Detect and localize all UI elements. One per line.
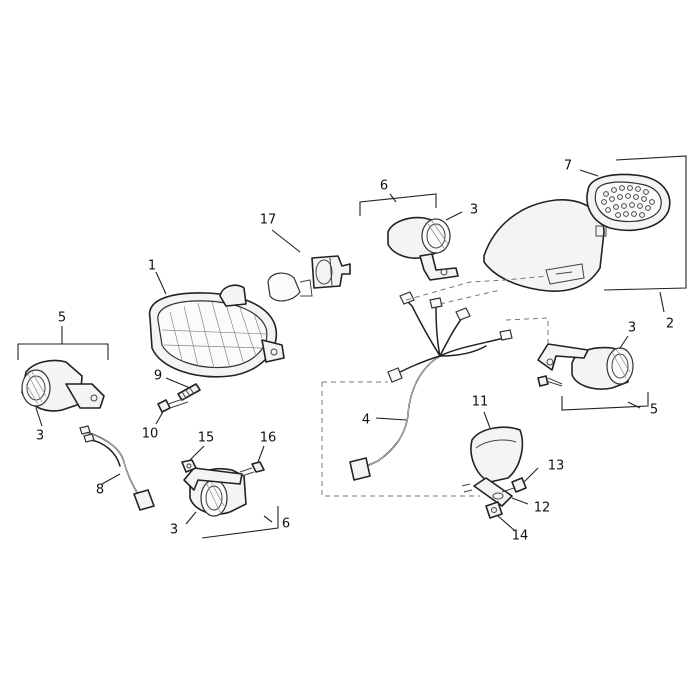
callout-5-left: 5 <box>58 311 66 326</box>
callout-3-front-left: 3 <box>36 429 44 444</box>
callout-17: 17 <box>260 213 277 228</box>
callout-2: 2 <box>666 317 674 332</box>
callout-14: 14 <box>512 529 529 544</box>
bolt-16[interactable] <box>239 461 265 477</box>
callout-6-lower: 6 <box>282 517 290 532</box>
callout-12: 12 <box>534 501 551 516</box>
callout-15: 15 <box>198 431 215 446</box>
callout-1: 1 <box>148 259 156 274</box>
rear-fender[interactable] <box>483 199 607 292</box>
screw-rear-signal[interactable] <box>537 375 563 387</box>
callout-numbers: 1 2 3 3 3 3 4 5 5 6 6 7 8 9 10 11 12 13 … <box>36 159 674 544</box>
signal-wire-lead[interactable] <box>79 425 155 511</box>
tail-light-lens[interactable] <box>586 173 671 232</box>
callout-8: 8 <box>96 483 104 498</box>
callout-6-top: 6 <box>380 179 388 194</box>
callout-5-right: 5 <box>650 403 658 418</box>
headlight-bulb[interactable] <box>267 272 313 302</box>
screw-headlight[interactable] <box>177 383 201 401</box>
bulb-socket[interactable] <box>311 255 351 289</box>
bolt-13[interactable] <box>501 477 527 493</box>
nut-14[interactable] <box>485 501 503 519</box>
main-wiring-harness[interactable] <box>349 291 513 481</box>
bolt-headlight[interactable] <box>157 397 189 413</box>
small-connectors <box>461 483 473 493</box>
callout-7: 7 <box>564 159 572 174</box>
callout-10: 10 <box>142 427 159 442</box>
callout-3-front-lower: 3 <box>170 523 178 538</box>
turn-signal-rear-right[interactable] <box>537 343 634 390</box>
nut-15[interactable] <box>181 459 197 473</box>
callout-3-front-right: 3 <box>470 203 478 218</box>
routing-dashes <box>321 275 549 497</box>
callout-16: 16 <box>260 431 277 446</box>
callout-3-rear-right: 3 <box>628 321 636 336</box>
callout-13: 13 <box>548 459 565 474</box>
turn-signal-front-left[interactable] <box>21 359 105 412</box>
turn-signal-front-right[interactable] <box>387 216 459 281</box>
license-plate-light[interactable] <box>470 426 524 507</box>
washer-12[interactable] <box>492 492 504 500</box>
group-brackets <box>17 155 687 539</box>
callout-9: 9 <box>154 369 162 384</box>
turn-signal-front-lower[interactable] <box>183 467 247 517</box>
leader-lines <box>35 169 665 531</box>
callout-11: 11 <box>472 395 489 410</box>
callout-4: 4 <box>362 413 370 428</box>
headlight-assembly[interactable] <box>148 284 285 378</box>
